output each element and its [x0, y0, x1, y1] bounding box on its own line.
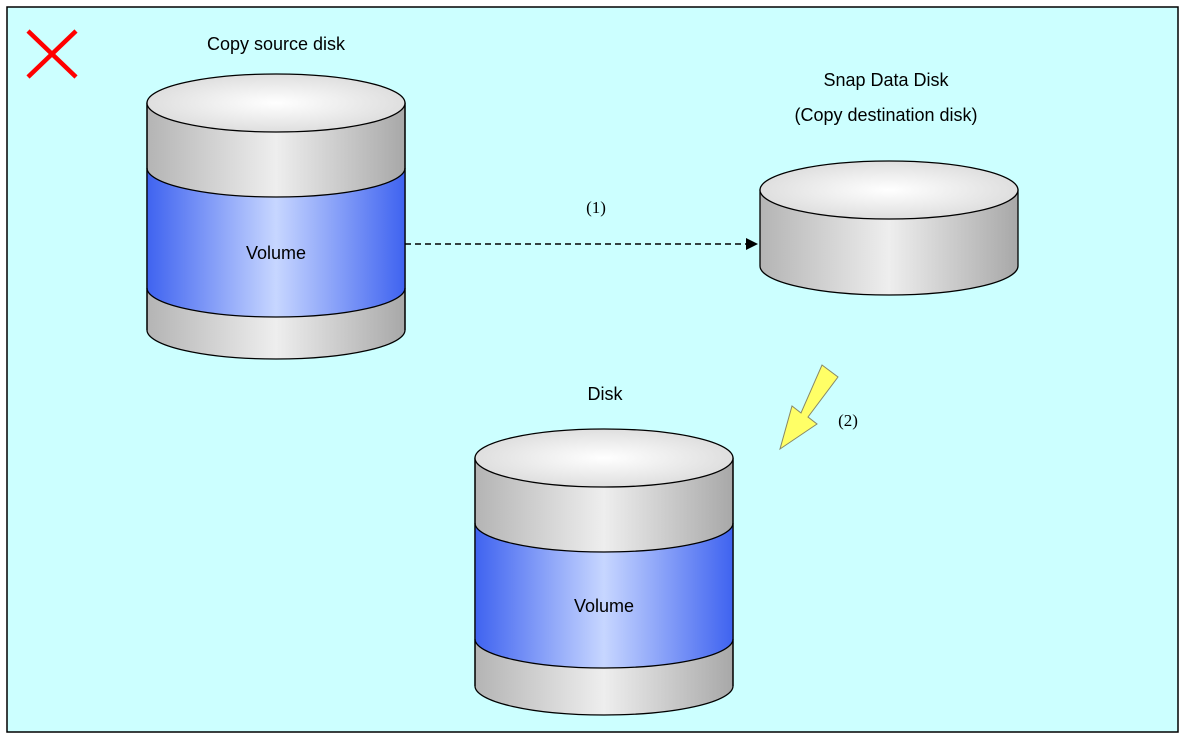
disk-label: Disk	[588, 384, 624, 404]
restore-arrow-icon	[779, 364, 839, 451]
snap-data-disk	[759, 160, 1019, 296]
target-volume-band	[475, 523, 733, 668]
source-disk-top	[146, 73, 406, 133]
snap-data-label-line2: (Copy destination disk)	[794, 105, 977, 125]
step-2-label: (2)	[838, 411, 858, 430]
target-disk-top	[474, 428, 734, 488]
target-volume-label: Volume	[574, 596, 634, 616]
red-cross-icon	[26, 29, 78, 79]
source-disk: Volume	[146, 73, 406, 360]
snap-data-label-line1: Snap Data Disk	[823, 70, 949, 90]
step-1-label: (1)	[586, 198, 606, 217]
source-volume-band	[147, 168, 405, 317]
target-disk: Volume	[474, 428, 734, 716]
source-volume-label: Volume	[246, 243, 306, 263]
copy-source-label: Copy source disk	[207, 34, 346, 54]
snap-disk-top	[759, 160, 1019, 220]
